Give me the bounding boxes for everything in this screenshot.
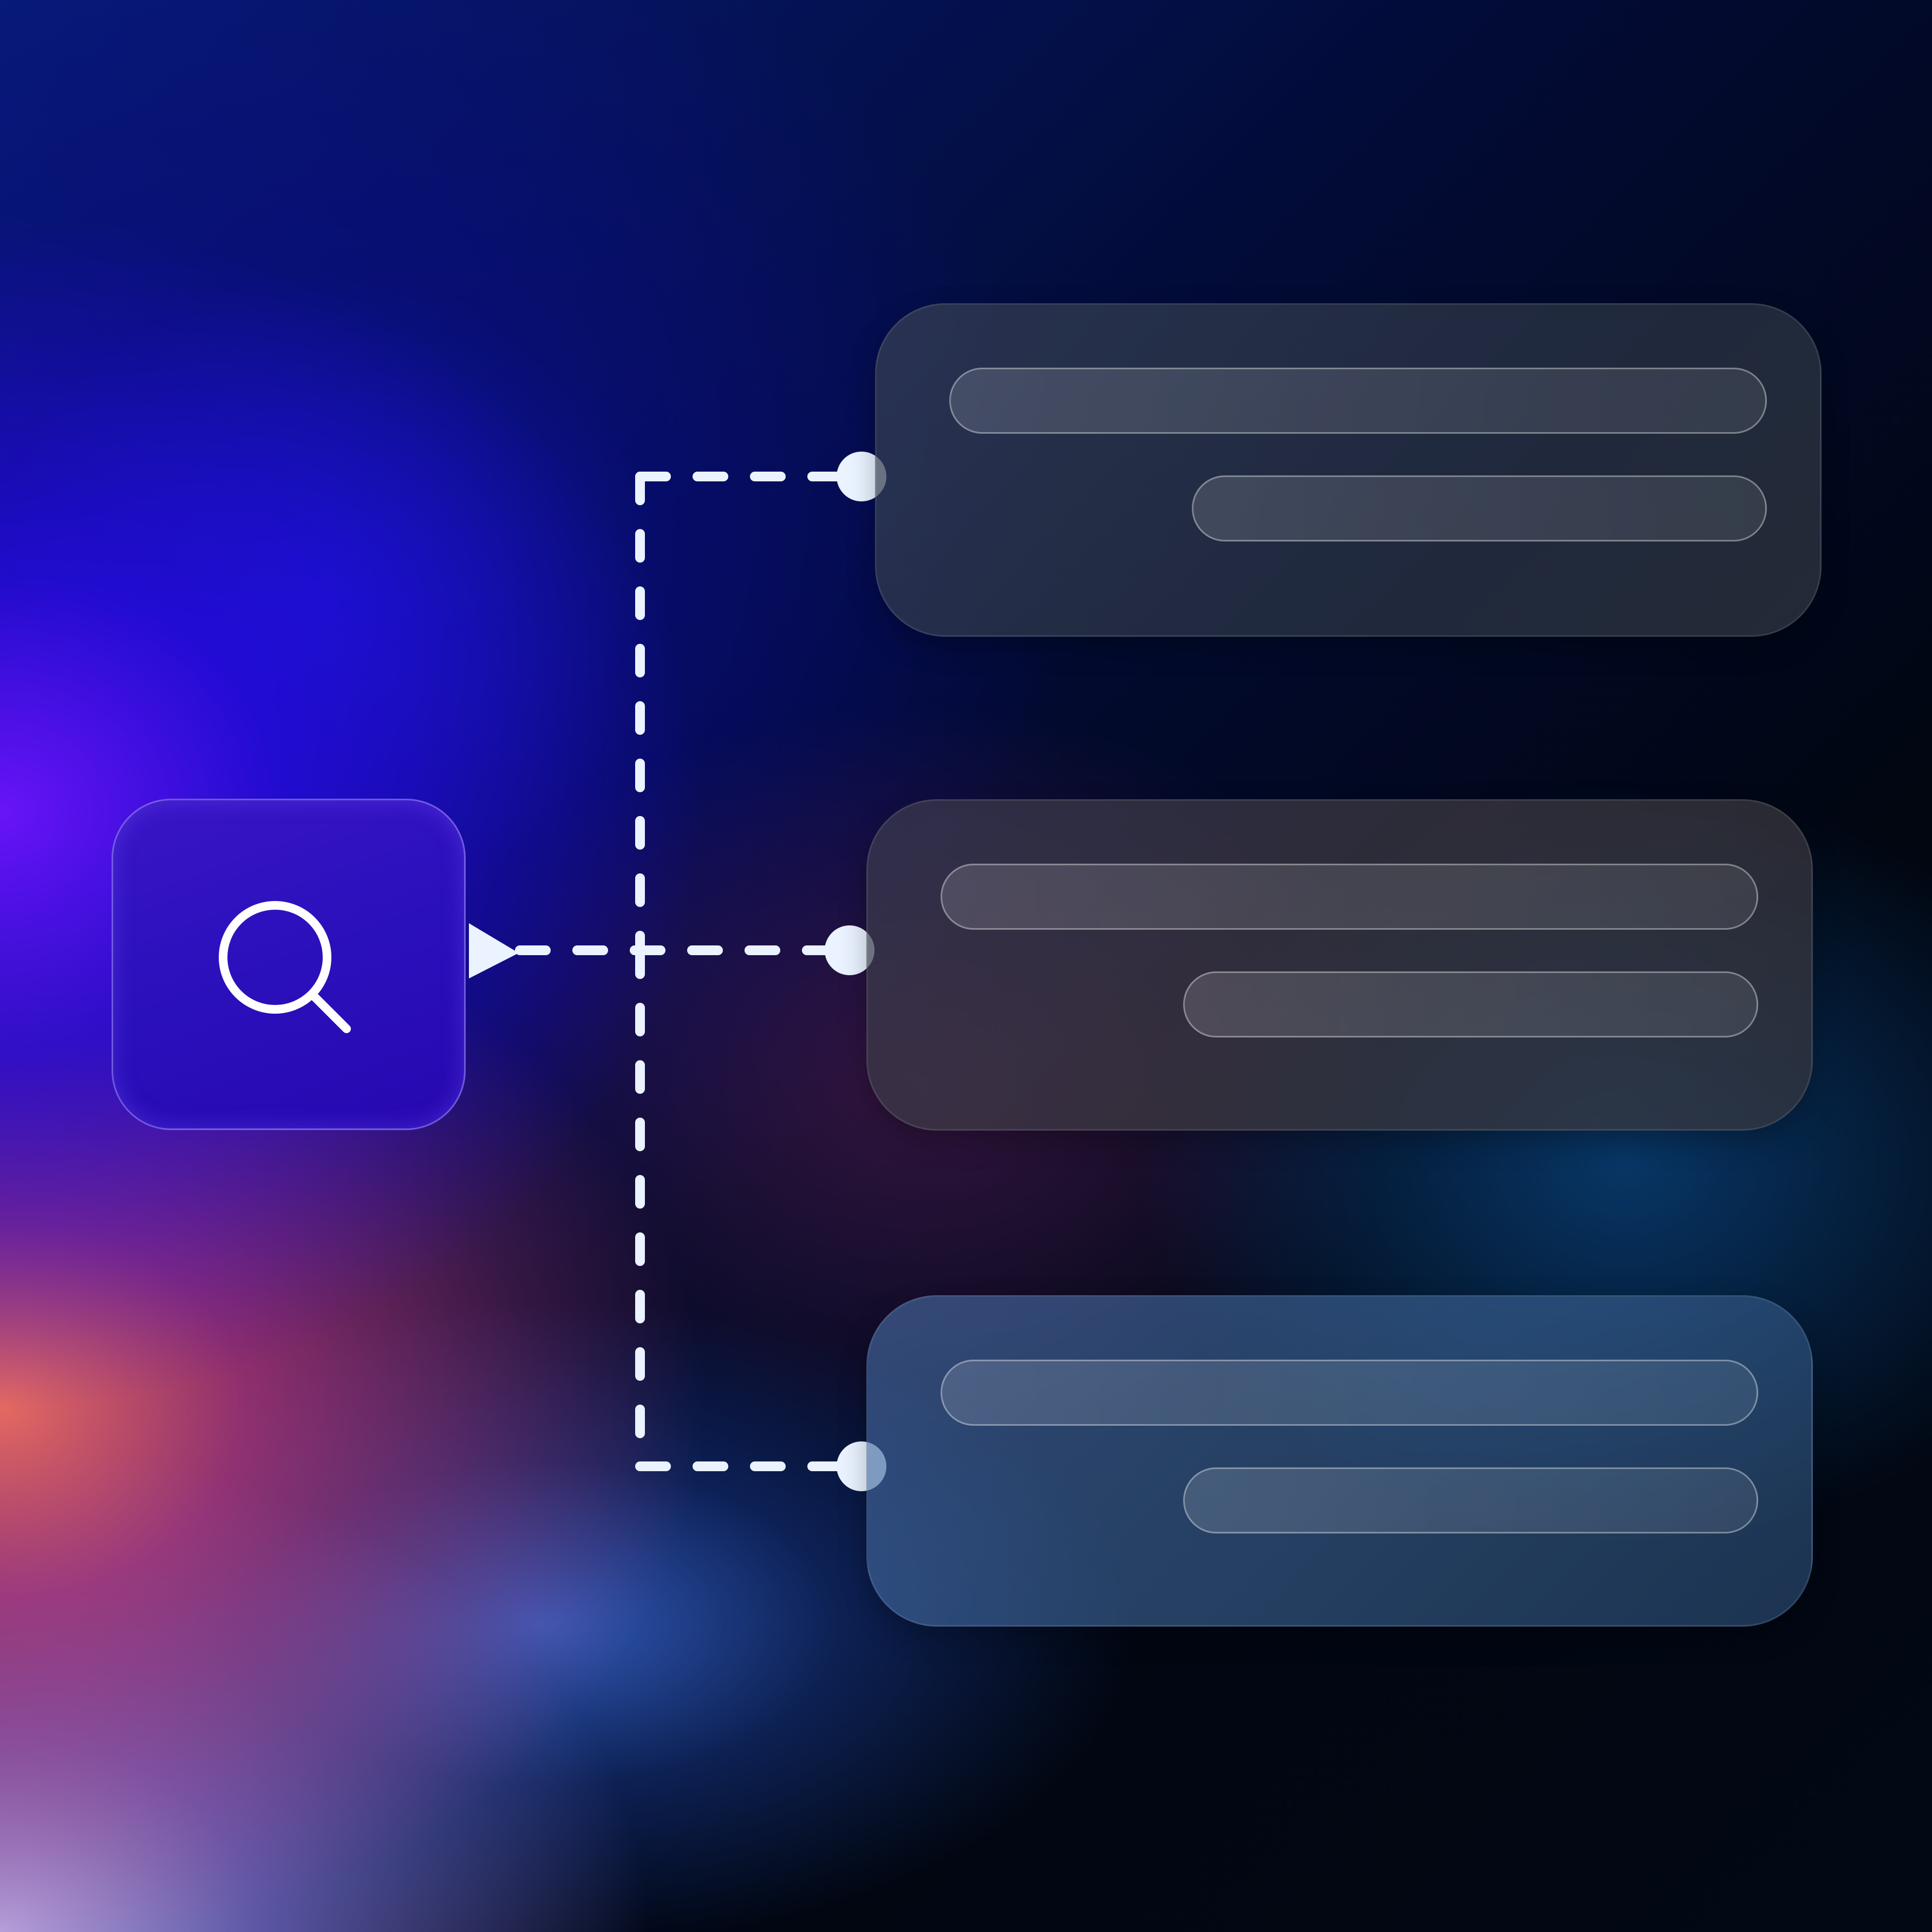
result-card-2 bbox=[866, 799, 1813, 1131]
search-node bbox=[112, 799, 466, 1130]
result-card-1 bbox=[875, 303, 1822, 637]
result-3-line-long bbox=[941, 1360, 1758, 1426]
endpoint-dot-result-2 bbox=[825, 925, 874, 975]
result-1-line-short bbox=[1192, 475, 1767, 541]
arrowhead-icon bbox=[469, 923, 519, 978]
search-icon bbox=[219, 901, 351, 1033]
result-1-line-long bbox=[949, 368, 1767, 434]
result-2-line-short bbox=[1183, 971, 1758, 1037]
endpoint-dot-result-1 bbox=[837, 452, 886, 501]
result-2-line-long bbox=[941, 864, 1758, 930]
result-3-line-short bbox=[1183, 1467, 1758, 1533]
result-card-3 bbox=[866, 1295, 1813, 1627]
